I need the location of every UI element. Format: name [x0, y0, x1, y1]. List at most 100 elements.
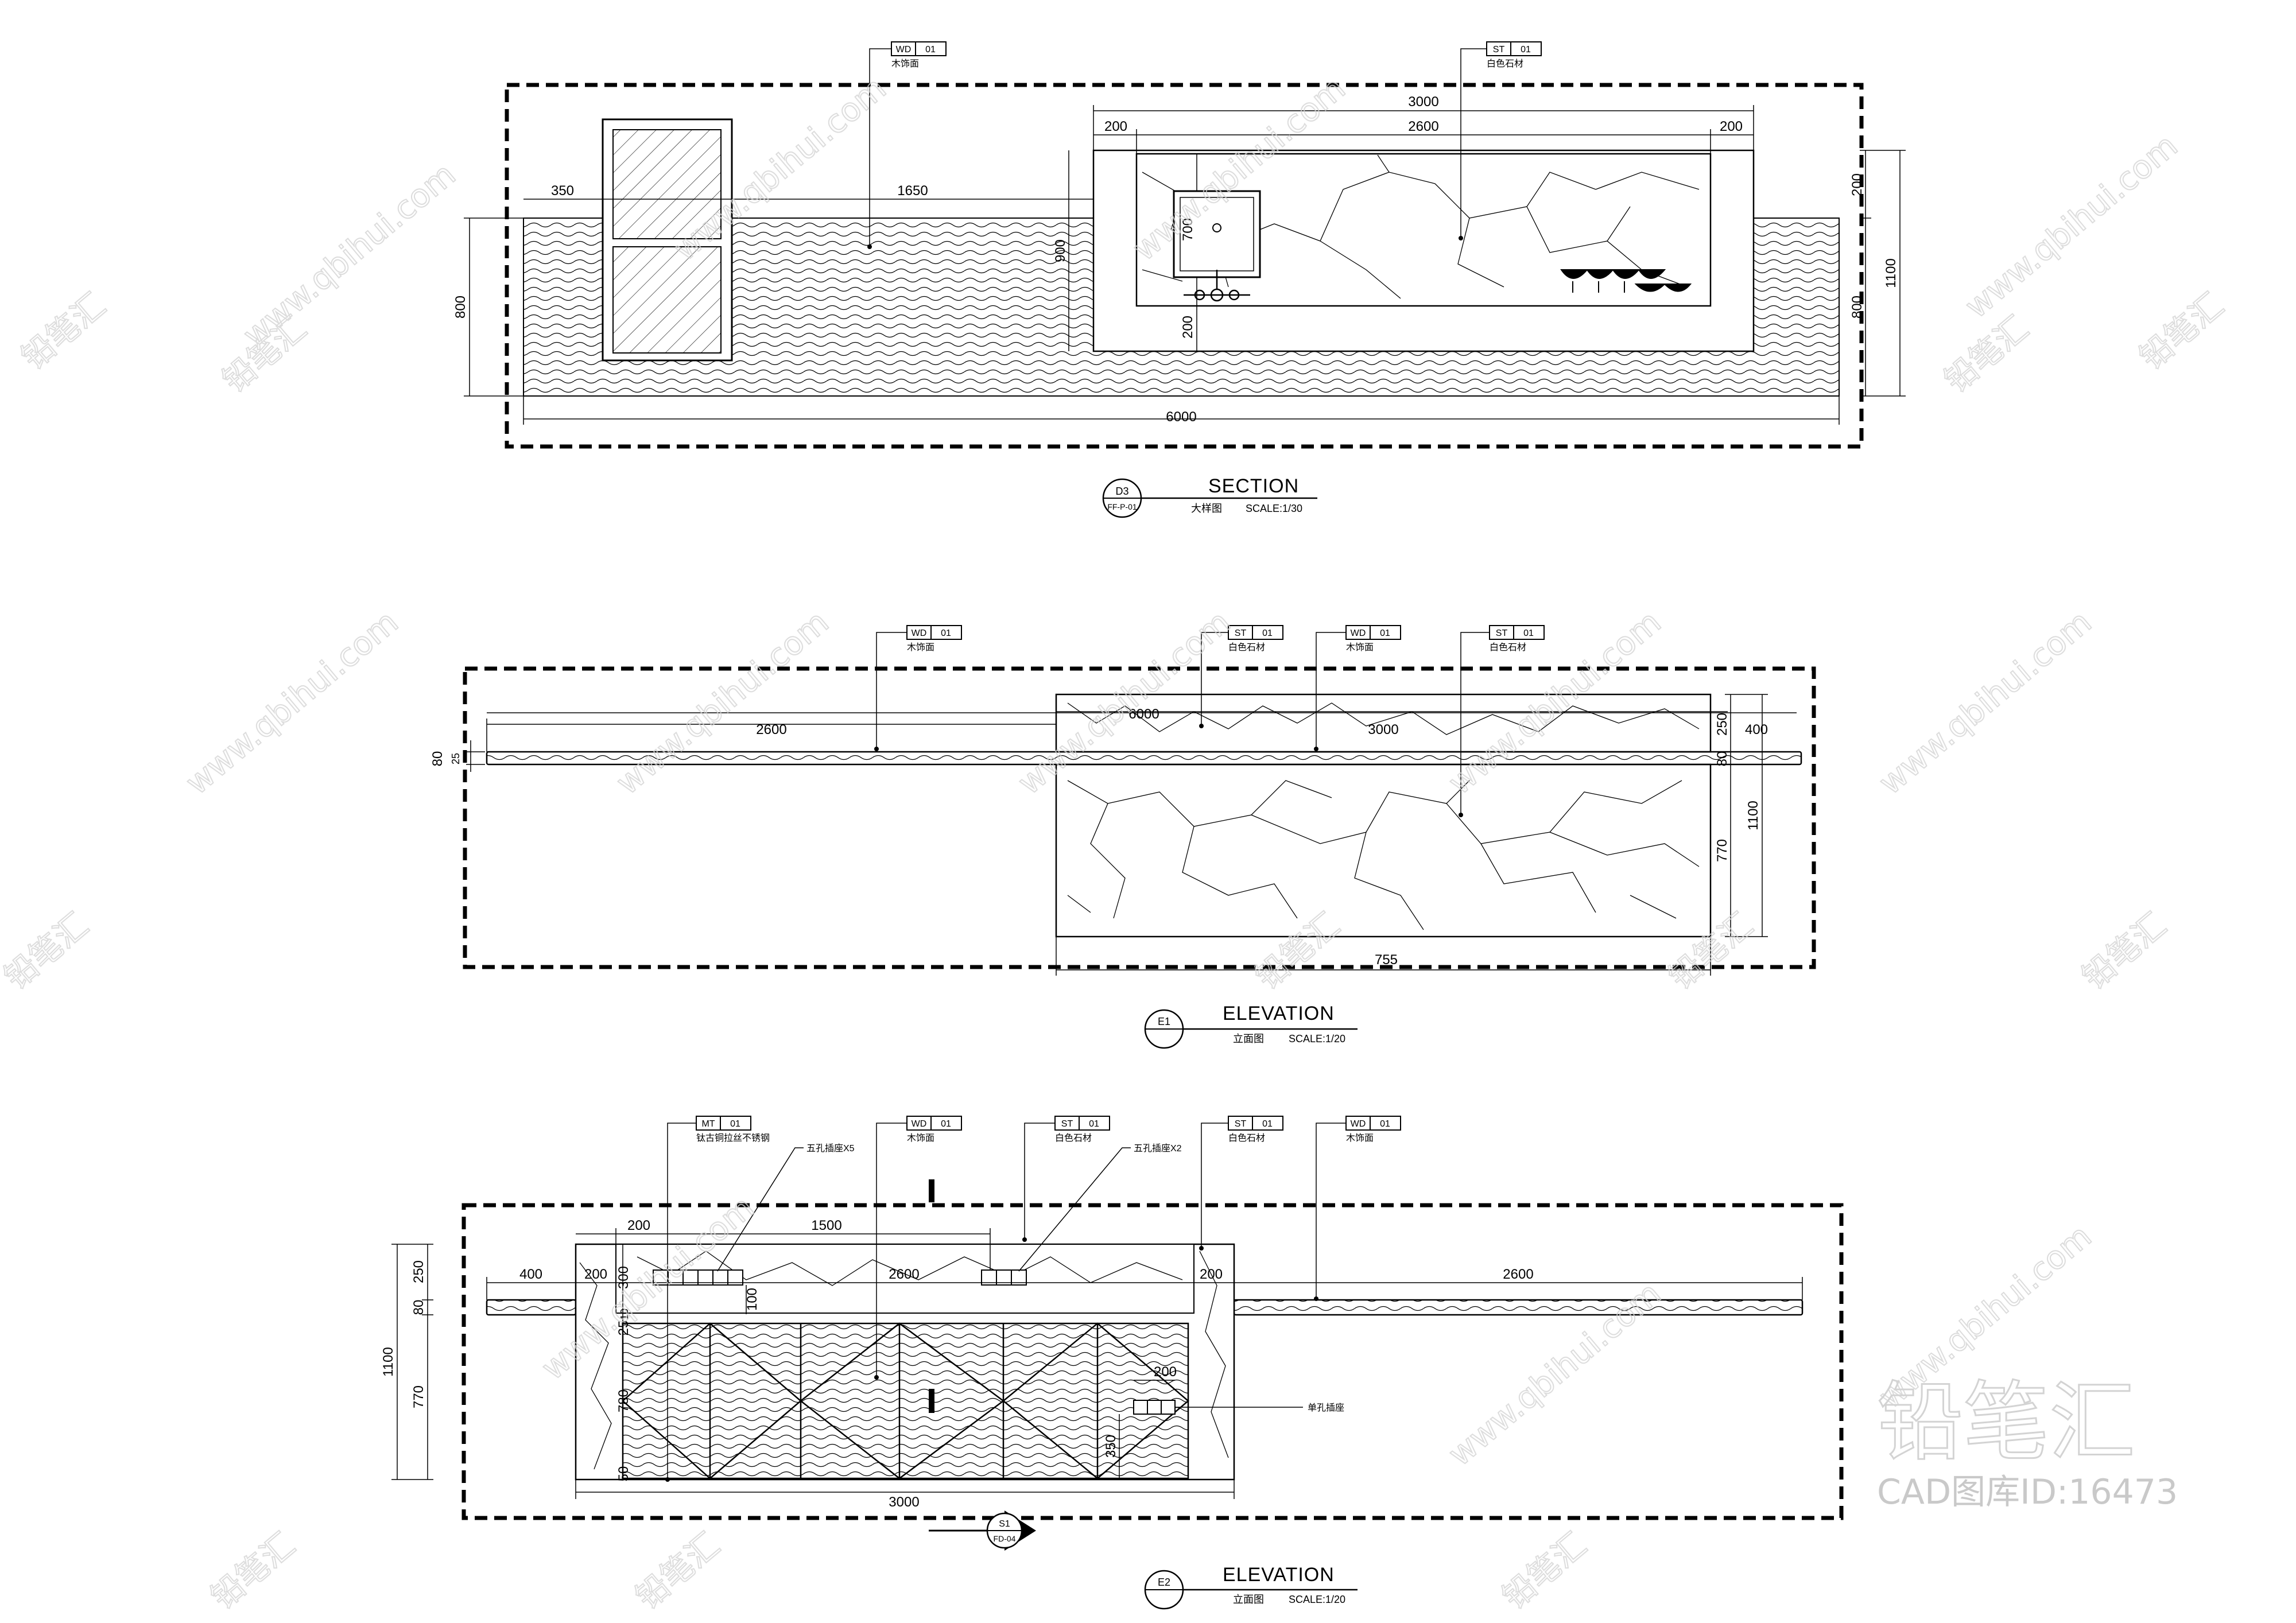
watermark-brand: 铅笔汇	[0, 906, 95, 997]
watermark-brand: 铅笔汇	[1496, 1526, 1593, 1617]
section-dim-3000: 3000	[1408, 94, 1438, 110]
e2-dim-100: 100	[744, 1288, 760, 1311]
watermark-brand: 铅笔汇	[1938, 309, 2035, 400]
section-mark-bottom: FF-P-01	[1107, 502, 1137, 511]
e1-dim-2600: 2600	[756, 722, 786, 737]
e1-scale: SCALE:1/20	[1289, 1033, 1345, 1045]
e2-dim-400: 400	[519, 1267, 542, 1282]
e2-note-socket2: 五孔插座X2	[1018, 1143, 1182, 1272]
watermark-brand: 铅笔汇	[2133, 286, 2231, 377]
watermark-id: CAD图库ID:16473	[1877, 1472, 2178, 1512]
e2-note-socket5: 五孔插座X5	[717, 1143, 855, 1272]
section-mark-top: D3	[1115, 486, 1128, 497]
e2-callout-top: S1	[999, 1519, 1010, 1529]
e2-dim-10: 10	[619, 1309, 630, 1320]
e1-subtitle: 立面图	[1233, 1033, 1264, 1045]
section-tag-wd-code: WD	[896, 45, 912, 55]
section-bowls	[1560, 269, 1692, 293]
section-dim-200-left: 200	[1104, 119, 1127, 134]
e2-callout-bottom: FD-04	[994, 1534, 1016, 1543]
e2-tag-st-1-note: 白色石材	[1055, 1133, 1092, 1143]
e1-tag-st-2-code: ST	[1496, 628, 1508, 638]
e2-title: ELEVATION	[1223, 1564, 1335, 1586]
e2-dim-1100: 1100	[381, 1347, 396, 1377]
e2-dim-3000: 3000	[889, 1494, 919, 1510]
e2-handle	[929, 1389, 934, 1413]
e1-tag-st-1-code: ST	[1235, 628, 1247, 638]
e1-dim-250: 250	[1715, 713, 1730, 736]
e1-tag-wd-1-note: 木饰面	[907, 642, 934, 653]
e2-dim-200-top: 200	[627, 1218, 650, 1233]
section-dim-lines	[464, 105, 1906, 425]
e1-dim-80: 80	[1715, 751, 1730, 767]
e1-dim-400: 400	[1745, 722, 1768, 737]
section-dashed-border	[505, 83, 1864, 449]
e2-dim-200-right: 200	[1200, 1267, 1223, 1282]
e2-dim-25: 25	[616, 1321, 631, 1336]
e2-tag-st-1: ST 01 白色石材	[1022, 1116, 1110, 1242]
e2-tag-wd-2-code: WD	[1351, 1119, 1366, 1129]
elevation1-drawing: 2600 6000 3000 250 400 80 1100 770 755 8…	[430, 625, 1816, 1049]
e2-wood-shelf-left	[486, 1299, 577, 1316]
e2-wood-shelf-right	[1233, 1299, 1804, 1316]
e2-dim-780: 780	[616, 1389, 631, 1412]
e1-wood-top	[486, 751, 1802, 766]
e2-socket-single	[1133, 1400, 1176, 1415]
e2-tag-st-2: ST 01 白色石材	[1199, 1116, 1283, 1251]
e1-tag-st-1-num: 01	[1262, 628, 1273, 638]
e1-tag-wd-2-num: 01	[1380, 628, 1390, 638]
section-dim-2600: 2600	[1408, 119, 1438, 134]
section-dim-6000: 6000	[1166, 409, 1196, 425]
e2-tag-st-2-note: 白色石材	[1228, 1133, 1265, 1143]
e1-tag-wd-2-note: 木饰面	[1346, 642, 1374, 653]
section-faucet	[1184, 270, 1250, 302]
section-tag-st-num: 01	[1521, 45, 1531, 55]
e2-dim-770: 770	[411, 1385, 426, 1408]
e2-dim-300: 300	[616, 1266, 631, 1289]
e1-dim-6000: 6000	[1128, 706, 1159, 722]
section-door-glass-bottom	[612, 246, 722, 354]
e1-tag-wd-1-num: 01	[941, 628, 951, 638]
e2-door-diamonds	[622, 1322, 1189, 1480]
section-dim-700: 700	[1180, 218, 1196, 241]
e2-front-panel	[622, 1322, 1189, 1480]
section-dim-900: 900	[1053, 239, 1068, 262]
section-title-block: D3 FF-P-01 SECTION 大样图 SCALE:1/30	[1102, 475, 1317, 518]
e1-dim-80-left: 80	[430, 751, 445, 767]
watermark-brand: 铅笔汇	[629, 1526, 727, 1617]
e2-stone-veins	[579, 1251, 1229, 1470]
e2-tag-mt-num: 01	[730, 1119, 740, 1129]
watermark-url: www.qbihui.com	[1872, 604, 2099, 802]
e2-tag-st-2-num: 01	[1262, 1119, 1273, 1129]
section-tag-wd: WD 01 木饰面	[867, 41, 947, 249]
watermark-brand: 铅笔汇	[204, 1526, 302, 1617]
e2-dim-1500: 1500	[811, 1218, 841, 1233]
e2-tag-wd-1: WD 01 木饰面	[874, 1116, 962, 1380]
section-title: SECTION	[1208, 475, 1299, 497]
e2-dim-200-socket: 200	[1154, 1364, 1177, 1380]
section-dim-200-right-vert: 200	[1849, 173, 1865, 196]
e1-title: ELEVATION	[1223, 1003, 1335, 1024]
e1-tag-st-2: ST 01 白色石材	[1459, 625, 1545, 817]
section-tag-st-code: ST	[1493, 45, 1505, 55]
e2-mark: E2	[1158, 1577, 1170, 1588]
e2-note-socket-single-text: 单孔插座	[1308, 1403, 1344, 1413]
e2-dim-2600: 2600	[889, 1267, 919, 1282]
watermark-url: www.qbihui.com	[1958, 127, 2185, 326]
e2-note-socket5-text: 五孔插座X5	[806, 1143, 855, 1154]
e2-tag-wd-1-code: WD	[912, 1119, 927, 1129]
e2-tag-st-2-code: ST	[1235, 1119, 1247, 1129]
e1-tag-st-1-note: 白色石材	[1228, 642, 1265, 653]
elevation2-drawing: 200 1500 400 200 2600 200 2600 250 80 11…	[381, 1116, 1844, 1610]
e2-tag-st-1-num: 01	[1089, 1119, 1099, 1129]
section-tag-wd-num: 01	[925, 45, 936, 55]
section-drawing: 3000 200 2600 200 350 1650 700 900 200 8…	[453, 41, 1906, 518]
e2-tag-wd-1-num: 01	[941, 1119, 951, 1129]
e1-stone-upper	[1055, 693, 1712, 753]
e1-tag-st-1: ST 01 白色石材	[1199, 625, 1283, 728]
section-tag-wd-note: 木饰面	[891, 59, 919, 69]
e2-dim-200-left: 200	[584, 1267, 607, 1282]
section-basin	[1173, 190, 1261, 278]
e1-tag-wd-1: WD 01 木饰面	[874, 625, 962, 751]
